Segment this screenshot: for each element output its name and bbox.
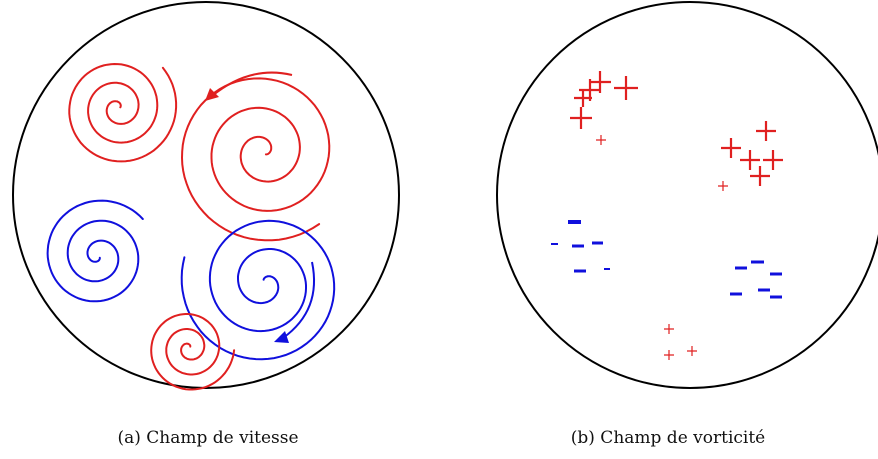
caption-velocity-field: (a) Champ de vitesse xyxy=(117,428,298,448)
negative-vorticity-symbol xyxy=(758,289,770,292)
positive-vorticity-symbol xyxy=(664,350,674,360)
blue-vortex-large xyxy=(182,221,335,359)
caption-vorticity-field: (b) Champ de vorticité xyxy=(571,428,765,448)
positive-vorticity-symbol xyxy=(740,150,760,170)
positive-vorticity-symbol xyxy=(756,121,776,141)
negative-vorticity-symbol xyxy=(572,245,584,248)
positive-vorticity-symbol xyxy=(750,166,770,186)
negative-vorticity-symbol xyxy=(770,296,782,299)
velocity-field-vortices xyxy=(48,64,335,390)
positive-vorticity-symbol xyxy=(570,107,592,129)
negative-vorticity-symbol xyxy=(604,268,610,270)
blue-rotation-arrow xyxy=(283,262,314,338)
negative-vorticity-symbol xyxy=(751,261,764,264)
blue-arrow-head xyxy=(274,331,289,343)
negative-vorticity-symbol xyxy=(730,293,742,296)
positive-vorticity-symbol xyxy=(596,135,606,145)
positive-vorticity-symbol xyxy=(614,76,638,100)
positive-vorticity-symbol xyxy=(718,181,728,191)
negative-vorticity-symbol xyxy=(568,220,581,224)
negative-vorticity-symbol xyxy=(770,273,782,276)
domain-circle-a xyxy=(13,2,399,388)
red-vortex-top-left xyxy=(69,64,176,161)
positive-vorticity-symbol xyxy=(687,346,697,356)
negative-vorticity-symbol xyxy=(735,267,747,270)
domain-circle-b xyxy=(497,2,878,388)
positive-vorticity-symbol xyxy=(664,324,674,334)
positive-vorticity-symbol xyxy=(721,138,741,158)
negative-vorticity-symbol xyxy=(574,270,586,273)
red-rotation-arrow xyxy=(212,73,292,96)
blue-vortex-left xyxy=(48,201,143,302)
positive-vorticity-symbol xyxy=(763,150,783,170)
red-vortex-bottom xyxy=(151,314,234,390)
negative-vorticity-symbol xyxy=(592,242,603,245)
red-vortex-large xyxy=(182,78,329,240)
negative-vorticity-symbol xyxy=(551,243,558,245)
vorticity-symbols xyxy=(551,71,783,360)
